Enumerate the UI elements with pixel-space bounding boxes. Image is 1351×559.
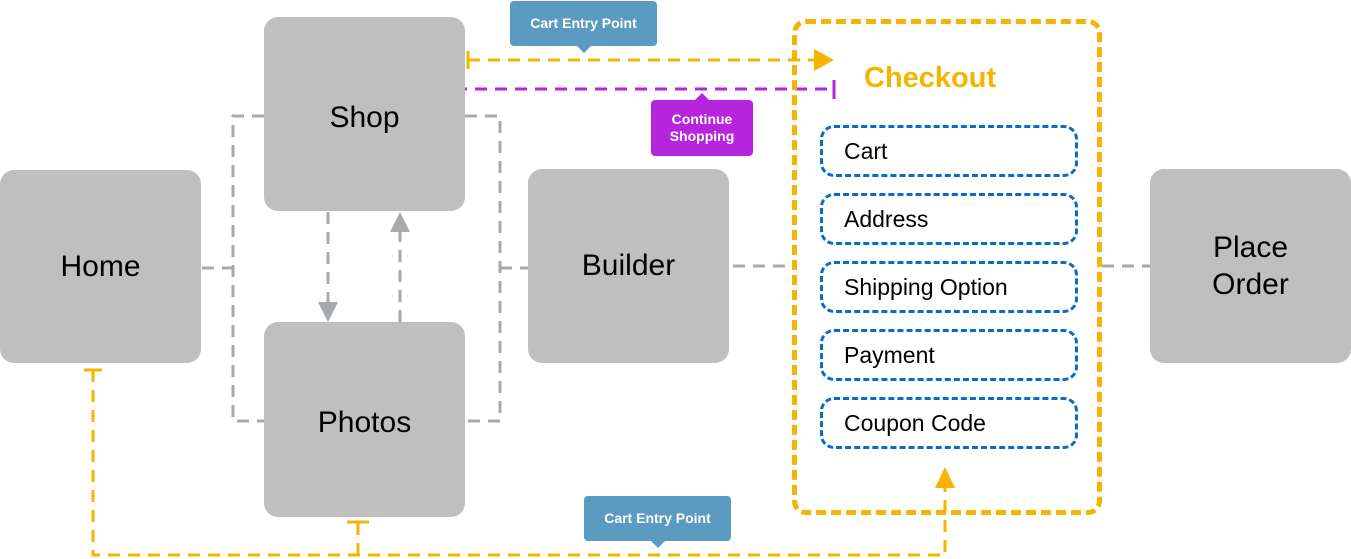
checkout-step-label: Address [844,205,929,232]
edge-right-bracket [465,114,502,423]
arrowhead-down [318,302,338,322]
arrowhead-cart-entry-top [814,49,834,71]
node-place-order-label-line1: Place [1212,230,1289,264]
edge-cart-entry-bottom [91,370,947,557]
node-photos[interactable]: Photos [264,322,465,517]
node-builder[interactable]: Builder [528,169,729,363]
label-cart-entry-bottom-text: Cart Entry Point [604,509,711,526]
label-cart-entry-top-text: Cart Entry Point [530,14,637,31]
checkout-group [792,19,1102,515]
node-home-label: Home [60,249,141,283]
label-continue-shopping: Continue Shopping [651,93,753,156]
checkout-step-shipping-option[interactable]: Shipping Option [820,261,1078,313]
label-cart-entry-bottom: Cart Entry Point [584,496,731,548]
checkout-step-label: Coupon Code [844,409,986,436]
label-continue-shopping-line1: Continue [671,110,733,127]
checkout-step-coupon-code[interactable]: Coupon Code [820,397,1078,449]
node-shop[interactable]: Shop [264,17,465,211]
label-continue-shopping-line2: Shopping [669,128,735,144]
edge-left-bracket [231,114,264,423]
arrowhead-cart-entry-bottom [935,467,955,488]
checkout-step-label: Cart [844,137,888,164]
node-place-order-label-line2: Order [1212,268,1289,301]
node-builder-label: Builder [581,249,676,283]
node-shop-label: Shop [329,101,400,134]
node-home[interactable]: Home [0,170,201,363]
label-cart-entry-top: Cart Entry Point [510,1,657,53]
checkout-step-address[interactable]: Address [820,193,1078,245]
checkout-step-cart[interactable]: Cart [820,125,1078,177]
node-photos-label: Photos [317,406,412,439]
checkout-step-label: Shipping Option [844,273,1008,300]
checkout-title: Checkout [864,62,997,94]
arrowhead-up [390,212,410,232]
checkout-step-payment[interactable]: Payment [820,329,1078,381]
node-place-order[interactable]: Place Order [1150,169,1351,363]
checkout-step-label: Payment [844,341,935,368]
